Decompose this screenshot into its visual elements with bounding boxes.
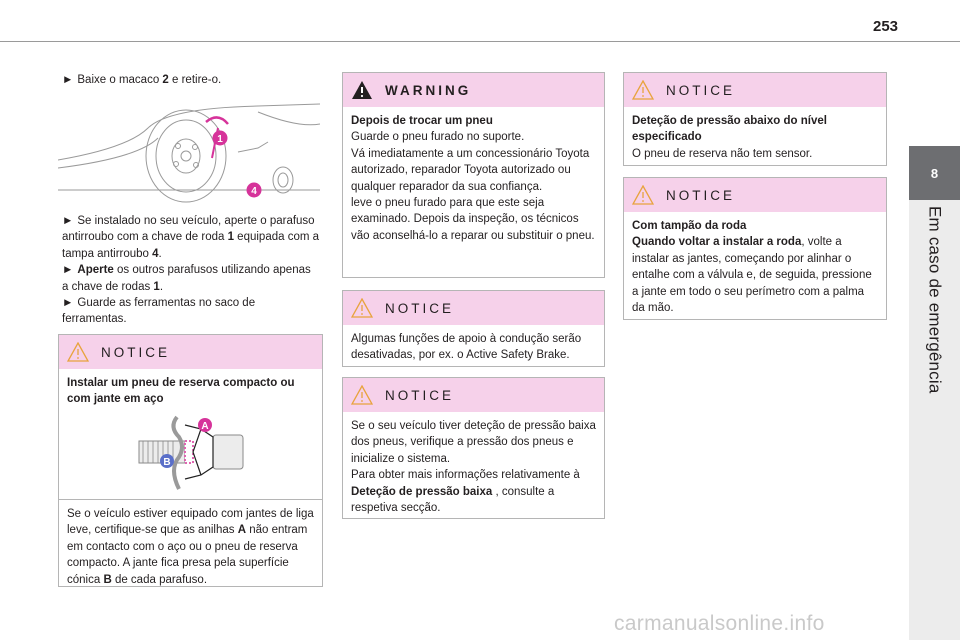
notice-text: , consulte a respetiva secção.	[351, 485, 555, 515]
notice-body: Se o seu veículo tiver deteção de pressã…	[343, 412, 604, 522]
bullet-arrow-icon: ►	[62, 264, 74, 277]
warning-triangle-icon	[351, 385, 373, 405]
notice-text: O pneu de reserva não tem sensor.	[632, 147, 813, 160]
notice-text: Se o veículo estiver equipado com jantes…	[67, 508, 314, 537]
figure-label-a: A	[201, 421, 208, 432]
notice-header: NOTICE	[624, 178, 886, 212]
notice-box-driving-aids: NOTICE Algumas funções de apoio à conduç…	[342, 290, 605, 367]
chapter-title: Em caso de emergência	[925, 206, 945, 394]
warning-triangle-icon	[632, 185, 654, 205]
warning-heading: WARNING	[385, 82, 472, 98]
notice-title: Instalar um pneu de reserva compacto ou …	[67, 377, 295, 406]
notice-link-text: Deteção de pressão baixa	[351, 485, 493, 498]
step-text: .	[158, 247, 162, 260]
chapter-strip	[909, 200, 960, 640]
notice-text: de cada parafuso.	[111, 573, 208, 586]
notice-title: Com tampão da roda	[632, 220, 747, 232]
figure-label-1: 1	[217, 134, 223, 145]
notice-text: Se o seu veículo tiver deteção de pressã…	[351, 420, 596, 482]
step-store: ►Guarde as ferramentas no saco de ferram…	[62, 295, 320, 328]
notice-header: NOTICE	[343, 291, 604, 325]
notice-heading: NOTICE	[666, 187, 736, 203]
notice-header: NOTICE	[343, 378, 604, 412]
step-bold: Aperte	[77, 264, 114, 277]
step-text: equipada com a tampa antirroubo	[62, 231, 320, 260]
notice-ref-b: B	[103, 573, 112, 586]
notice-text: , volte a instalar as jantes, começando …	[632, 236, 872, 315]
warning-triangle-icon	[352, 81, 372, 99]
warning-triangle-icon	[632, 80, 654, 100]
notice-bold-text: Quando voltar a instalar a roda	[632, 236, 802, 249]
warning-header: WARNING	[343, 73, 604, 107]
notice-box-compact-spare: NOTICE Instalar um pneu de reserva compa…	[58, 334, 323, 587]
warning-triangle-icon	[67, 342, 89, 362]
bullet-arrow-icon: ►	[62, 297, 74, 310]
warning-title: Depois de trocar um pneu	[351, 115, 493, 127]
figure-label-4: 4	[251, 186, 257, 197]
wheel-bolt-figure: A B	[138, 415, 244, 490]
wheel-lock-figure: 1 4	[58, 103, 320, 203]
left-instructions: ►Se instalado no seu veículo, aperte o p…	[62, 213, 320, 332]
step-ref: 1	[153, 280, 160, 293]
notice-header: NOTICE	[624, 73, 886, 107]
warning-body: Depois de trocar um pneu Guarde o pneu f…	[343, 107, 604, 250]
notice-body: Com tampão da roda Quando voltar a insta…	[624, 212, 886, 322]
header-rule	[0, 41, 960, 42]
notice-heading: NOTICE	[385, 387, 455, 403]
page-number: 253	[873, 18, 899, 35]
notice-text: não entram em contacto com o aço ou o pn…	[67, 524, 308, 586]
step-ref: 4	[152, 247, 159, 260]
step-lower-jack: ►Baixe o macaco 2 e retire-o.	[62, 72, 322, 88]
notice-header: NOTICE	[59, 335, 322, 369]
step-text: Guarde as ferramentas no saco de ferrame…	[62, 297, 256, 326]
notice-heading: NOTICE	[385, 300, 455, 316]
notice-box-low-pressure: NOTICE Se o seu veículo tiver deteção de…	[342, 377, 605, 519]
step-text-end: e retire-o.	[168, 74, 222, 86]
warning-text: Guarde o pneu furado no suporte. Vá imed…	[351, 131, 595, 242]
bullet-arrow-icon: ►	[62, 215, 74, 227]
notice-footer-text: Se o veículo estiver equipado com jantes…	[59, 499, 322, 594]
step-text: Se instalado no seu veículo, aperte o pa…	[62, 215, 315, 244]
step-tighten: ►Aperte os outros parafusos utilizando a…	[62, 262, 320, 295]
notice-text: Algumas funções de apoio à condução serã…	[351, 333, 582, 362]
step-ref: 1	[227, 231, 234, 244]
warning-triangle-icon	[351, 298, 373, 318]
step-ref: 2	[162, 74, 169, 86]
chapter-number-tab[interactable]: 8	[909, 146, 960, 200]
watermark: carmanualsonline.info	[614, 612, 825, 635]
notice-title: Deteção de pressão abaixo do nível espec…	[632, 115, 827, 144]
notice-box-spare-sensor: NOTICE Deteção de pressão abaixo do níve…	[623, 72, 887, 166]
step-antitheft: ►Se instalado no seu veículo, aperte o p…	[62, 213, 320, 262]
notice-body: Deteção de pressão abaixo do nível espec…	[624, 107, 886, 168]
notice-ref-a: A	[237, 524, 246, 537]
warning-box-after-tyre-change: WARNING Depois de trocar um pneu Guarde …	[342, 72, 605, 278]
notice-heading: NOTICE	[666, 82, 736, 98]
figure-label-b: B	[163, 457, 170, 468]
step-text: .	[159, 280, 164, 293]
notice-body: Instalar um pneu de reserva compacto ou …	[59, 369, 322, 414]
bullet-arrow-icon: ►	[62, 74, 74, 86]
step-text: Baixe o macaco	[77, 74, 163, 86]
notice-box-hubcap: NOTICE Com tampão da roda Quando voltar …	[623, 177, 887, 320]
step-text: os outros parafusos utilizando apenas a …	[62, 264, 311, 293]
notice-heading: NOTICE	[101, 344, 171, 360]
